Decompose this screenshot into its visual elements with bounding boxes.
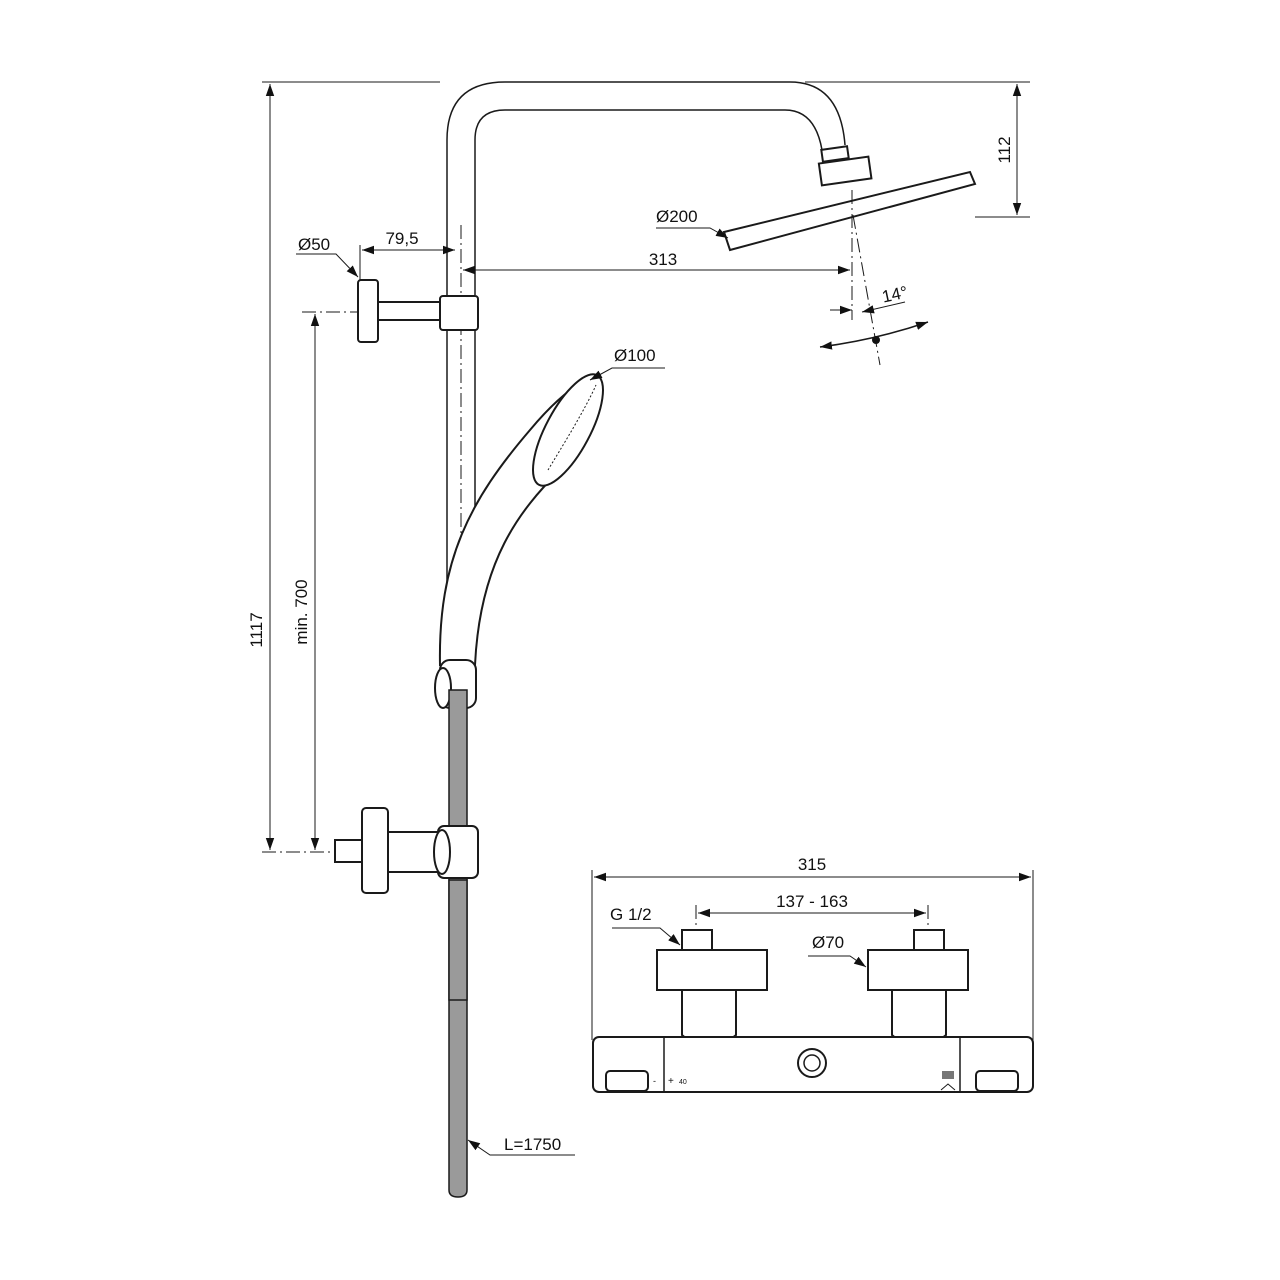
dimension-min-700: min. 700 bbox=[292, 311, 380, 850]
tilt-indicator: 14° bbox=[819, 283, 929, 350]
label-hose-length: L=1750 bbox=[504, 1135, 561, 1154]
dimension-hose: L=1750 bbox=[467, 1135, 575, 1156]
dimension-313: 313 bbox=[463, 250, 850, 275]
mark-temp: 40 bbox=[679, 1079, 687, 1086]
label-313: 313 bbox=[649, 250, 677, 269]
dimension-79-5: 79,5 bbox=[359, 229, 455, 280]
label-hand-diameter: Ø100 bbox=[614, 346, 656, 365]
label-head-diameter: Ø200 bbox=[656, 207, 698, 226]
label-inlet-centres: 137 - 163 bbox=[776, 892, 848, 911]
wall-bracket bbox=[357, 279, 479, 343]
mark-plus: + bbox=[668, 1076, 674, 1087]
label-cover-diameter: Ø70 bbox=[812, 933, 844, 952]
riser-rail bbox=[446, 81, 846, 680]
label-flange-diameter: Ø50 bbox=[298, 235, 330, 254]
label-thread: G 1/2 bbox=[610, 905, 652, 924]
thermostatic-mixer: 315 137 - 163 G 1/2 Ø70 - + 40 bbox=[591, 855, 1034, 1093]
label-315: 315 bbox=[798, 855, 826, 874]
dimension-50: Ø50 bbox=[296, 235, 359, 278]
dimension-1117: 1117 bbox=[247, 81, 1030, 853]
dimension-100: Ø100 bbox=[589, 346, 665, 381]
head-shower bbox=[722, 145, 977, 366]
hand-shower bbox=[438, 373, 604, 666]
dimension-200: Ø200 bbox=[656, 207, 729, 239]
label-tilt: 14° bbox=[880, 283, 909, 307]
label-min-700: min. 700 bbox=[292, 579, 311, 644]
mark-minus: - bbox=[653, 1076, 656, 1086]
label-112: 112 bbox=[995, 136, 1014, 163]
label-79-5: 79,5 bbox=[385, 229, 418, 248]
shower-symbol-icon bbox=[940, 1071, 956, 1091]
label-1117: 1117 bbox=[247, 612, 266, 647]
dimension-112: 112 bbox=[975, 84, 1030, 218]
bottom-connector bbox=[334, 807, 479, 1001]
